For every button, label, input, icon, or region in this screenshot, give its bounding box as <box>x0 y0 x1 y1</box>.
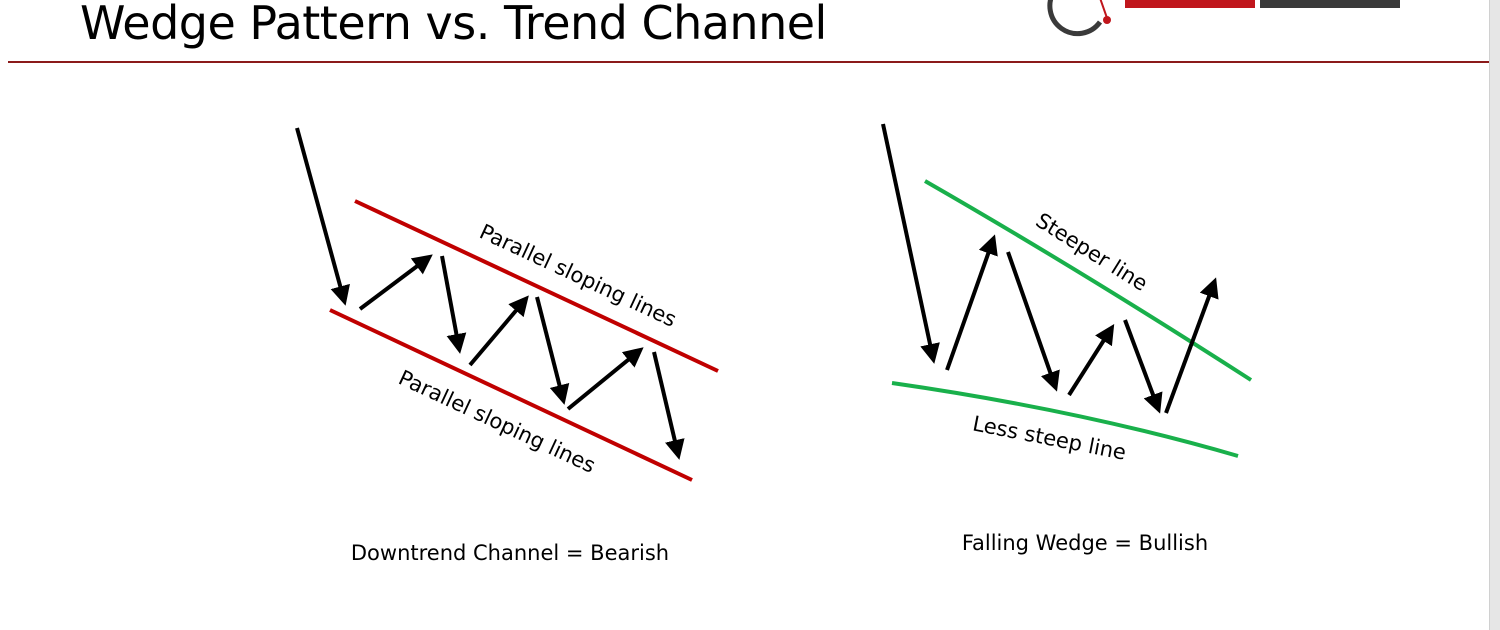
channel-caption: Downtrend Channel = Bearish <box>351 541 669 565</box>
downtrend-channel-diagram: Parallel sloping lines Parallel sloping … <box>295 127 719 565</box>
wedge-caption: Falling Wedge = Bullish <box>962 531 1208 555</box>
wedge-less-steep-line <box>891 381 1239 458</box>
channel-upper-line <box>354 199 719 373</box>
price-arrow <box>1067 323 1115 397</box>
logo <box>1047 0 1400 37</box>
price-arrow <box>945 234 998 371</box>
price-arrow <box>566 347 644 411</box>
price-arrow <box>1006 251 1060 392</box>
price-arrow <box>358 254 433 311</box>
wedge-lower-label: Less steep line <box>971 411 1128 464</box>
scrollbar[interactable] <box>1489 0 1500 630</box>
price-arrow <box>295 127 350 306</box>
channel-upper-label: Parallel sloping lines <box>476 220 680 332</box>
price-arrow <box>440 255 467 354</box>
price-arrow <box>535 296 570 405</box>
title-divider <box>8 61 1492 63</box>
falling-wedge-diagram: Steeper line Less steep line Falling Wed… <box>881 123 1253 555</box>
price-arrow <box>1164 277 1219 414</box>
wedge-steeper-line <box>924 179 1253 382</box>
price-arrow <box>881 123 940 364</box>
price-arrow <box>468 295 529 367</box>
page-title: Wedge Pattern vs. Trend Channel <box>80 0 827 50</box>
price-arrow <box>652 351 685 460</box>
price-arrow <box>1123 319 1163 414</box>
channel-lower-line <box>329 308 693 482</box>
